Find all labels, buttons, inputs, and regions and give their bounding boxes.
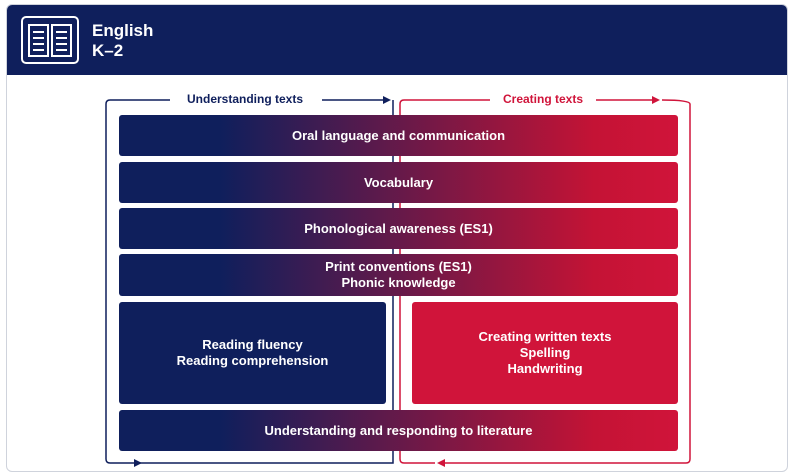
header-banner: English K–2 — [7, 5, 787, 75]
literature-bar: Understanding and responding to literatu… — [119, 410, 678, 451]
vocabulary-label: Vocabulary — [363, 174, 434, 190]
writing-box: Creating written texts Spelling Handwrit… — [412, 302, 678, 404]
reading-box: Reading fluency Reading comprehension — [119, 302, 386, 404]
print-conventions-label: Print conventions (ES1) — [325, 259, 472, 274]
print-phonic-bar: Print conventions (ES1) Phonic knowledge — [119, 254, 678, 296]
phonic-knowledge-label: Phonic knowledge — [341, 275, 456, 290]
creating-texts-label: Creating texts — [498, 92, 589, 106]
vocabulary-bar: Vocabulary — [119, 162, 678, 203]
understanding-texts-label: Understanding texts — [182, 92, 309, 106]
open-book-icon — [21, 16, 79, 64]
phonological-awareness-label: Phonological awareness (ES1) — [304, 220, 493, 236]
oral-language-bar: Oral language and communication — [119, 115, 678, 156]
phonological-awareness-bar: Phonological awareness (ES1) — [119, 208, 678, 249]
reading-fluency-label: Reading fluency — [202, 337, 303, 352]
reading-comprehension-label: Reading comprehension — [176, 353, 329, 368]
literature-label: Understanding and responding to literatu… — [264, 422, 533, 438]
page-title: English — [92, 21, 154, 40]
creating-written-texts-label: Creating written texts — [478, 329, 612, 344]
oral-language-label: Oral language and communication — [291, 127, 506, 143]
spelling-label: Spelling — [519, 345, 571, 360]
page-subtitle: K–2 — [92, 41, 124, 60]
handwriting-label: Handwriting — [507, 361, 583, 376]
